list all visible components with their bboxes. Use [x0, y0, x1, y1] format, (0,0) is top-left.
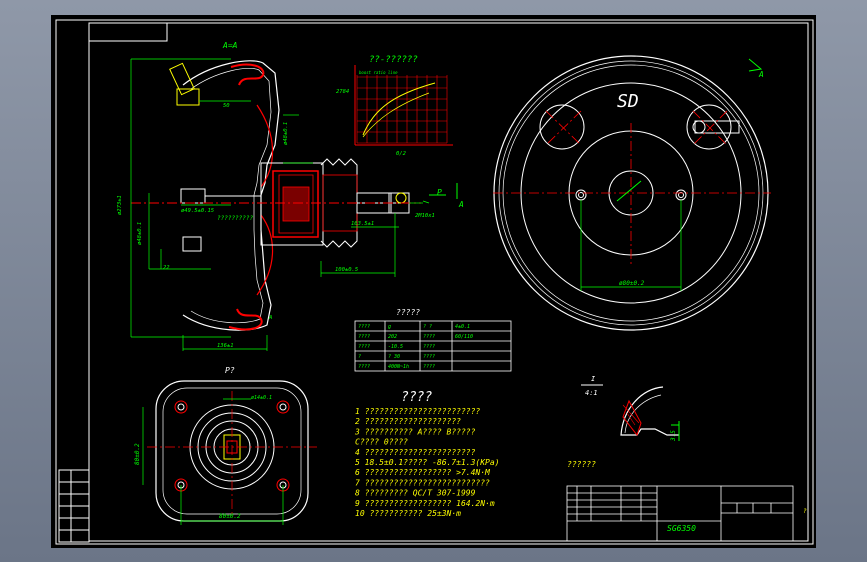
table-cell: ???? — [423, 364, 435, 370]
detail-scale-bottom: 4:1 — [585, 389, 598, 397]
dim-48: ø48±0.1 — [283, 122, 289, 145]
table-border — [354, 320, 512, 372]
detail-dim: 3.5 — [670, 430, 677, 442]
parameter-table: ????? ???? g ? ? 4±0.1???? 202???? 60/110????… — [354, 308, 512, 372]
table-cell: ? 30 — [388, 354, 400, 360]
note-line: 1 ???????????????????????? — [355, 407, 480, 416]
p-arrow-label: P — [437, 188, 442, 197]
p-view-label: P? — [225, 366, 235, 375]
table-cell: 60/110 — [455, 334, 473, 340]
dim-163: 163.5±1 — [351, 221, 374, 227]
drawing-number: SG6350 — [667, 524, 696, 533]
drawing-frame — [55, 19, 814, 545]
table-cell: ???? — [358, 364, 370, 370]
dim-height-total: ø273±1 — [117, 195, 123, 215]
drawing-canvas: A=A — [51, 15, 816, 548]
title-mark: ? — [803, 508, 807, 515]
detail-scale-top: I — [591, 375, 596, 383]
front-dim: ø80±0.2 — [619, 280, 645, 287]
title-block: SG6350 ? — [566, 485, 807, 542]
note-line: C???? 0???? — [355, 438, 408, 447]
table-cell: ? — [358, 354, 361, 360]
table-cell: ???? — [423, 354, 435, 360]
dim-small-dia: ø49.5±0.15 — [181, 208, 214, 214]
p-view-dim-v: 80±0.2 — [134, 443, 141, 465]
note-line: 8 ????????? QC/T 307-1999 — [355, 489, 476, 498]
technical-notes: ???? 1 ????????????????????????2 ???????… — [354, 390, 500, 518]
view-a-label: A — [758, 70, 764, 79]
detail-view: I 4:1 3.5 ?????? — [567, 375, 680, 469]
graph-legend: boost ratio line — [359, 70, 398, 75]
table-cell: 202 — [388, 334, 397, 340]
table-cell: ? ? — [423, 324, 432, 330]
note-line: 10 ??????????? 25±3N·m — [355, 509, 461, 518]
dim-22: 22 — [163, 265, 170, 271]
note-line: 5 18.5±0.1????? -86.7±1.3(KPa) — [355, 458, 500, 467]
note-line: 6 ?????????????????? >7.4N·M — [355, 468, 491, 477]
note-line: 4 ??????????????????????? — [355, 448, 476, 457]
table-cell: g — [388, 324, 391, 330]
dim-50: 50 — [223, 103, 230, 109]
a-arrow-label: A — [458, 200, 464, 209]
graph-title: ??-?????? — [369, 55, 418, 65]
dim-height-inner: ø48±0.1 — [137, 222, 143, 245]
section-label-2: ?????????? — [217, 215, 254, 222]
dim-a: A — [268, 315, 272, 321]
table-cell: 4±0.1 — [455, 324, 470, 330]
note-line: 7 ?????????????????????????? — [355, 478, 490, 487]
detail-caption: ?????? — [567, 460, 596, 469]
characteristic-graph: ??-?????? 2784 0/2 boost ratio line — [336, 55, 453, 157]
table-cell: ???? — [358, 324, 370, 330]
notes-title: ???? — [401, 390, 432, 405]
dim-thread: 2M10x1 — [415, 213, 435, 219]
cad-drawing: A=A — [55, 19, 814, 545]
table-cell: ???? — [358, 344, 370, 350]
front-letter: SD — [617, 91, 639, 112]
section-title: A=A — [222, 41, 238, 50]
section-view: A=A — [117, 41, 464, 351]
table-cell: -10.5 — [388, 344, 403, 350]
table-cell: ???? — [423, 334, 435, 340]
table-cell: ???? — [423, 344, 435, 350]
table-cell: 400N~1h — [388, 364, 409, 370]
front-view: SD ø80±0.2 A — [493, 55, 771, 331]
note-line: 3 ?????????? A???? B????? — [354, 427, 476, 436]
note-line: 9 ?????????????????? 164.2N·m — [355, 499, 495, 508]
dim-100: 100±0.5 — [335, 267, 358, 273]
dim-width: 136±1 — [217, 343, 234, 349]
p-view: P? 80±0.2 80±0.2 ø14±0.1 — [134, 366, 317, 525]
graph-xlabel: 0/2 — [396, 151, 407, 157]
note-line: 2 ???????????????????? — [355, 417, 461, 426]
p-view-dim-h: 80±0.2 — [219, 513, 241, 520]
table-cell: ???? — [358, 334, 370, 340]
table-title: ????? — [396, 308, 420, 317]
p-view-dim-small: ø14±0.1 — [251, 395, 272, 401]
graph-ylabel: 2784 — [336, 89, 349, 95]
